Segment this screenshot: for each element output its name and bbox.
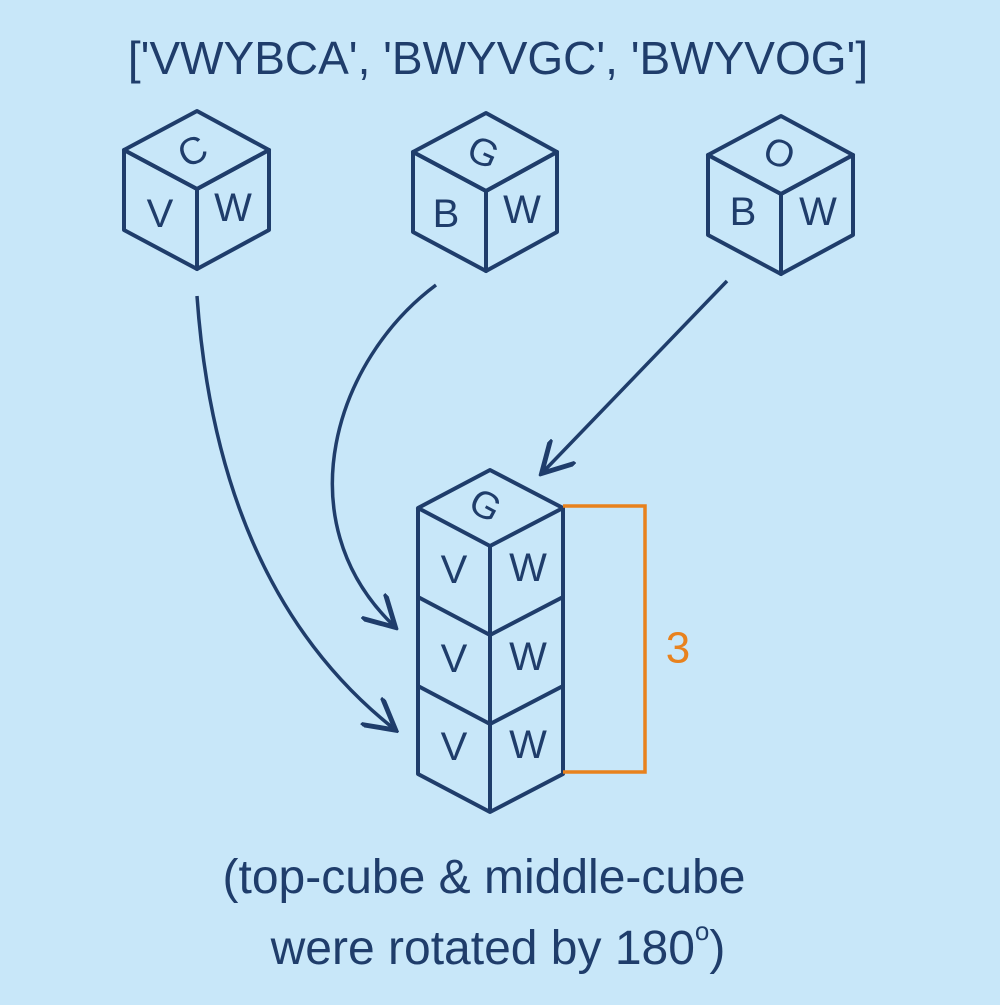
stack-cube-2-right-label: W	[509, 635, 547, 679]
stack-cube-3-left-label: V	[441, 725, 468, 769]
cube-stack	[416, 468, 565, 814]
height-bracket	[563, 504, 647, 774]
source-cube-2	[411, 111, 559, 273]
arrow-cube-3-to-top	[544, 279, 729, 471]
arrow-cube-1-to-bottom	[195, 295, 393, 728]
caption-line-2-text: were rotated by 180	[270, 922, 695, 975]
stack-top-face-label: G	[462, 481, 508, 532]
caption-line-2: were rotated by 180o)	[270, 916, 726, 975]
arrow-cube-2-to-middle	[330, 283, 438, 625]
stack-cube-1-left-label: V	[441, 548, 468, 592]
stack-cube-3-right-label: W	[509, 723, 547, 767]
source-cube-1-right-label: W	[214, 186, 252, 230]
caption-close-paren: )	[709, 922, 725, 975]
source-cube-3-left-label: B	[730, 190, 757, 234]
height-label: 3	[666, 624, 690, 673]
stack-cube-1-right-label: W	[509, 546, 547, 590]
source-cube-2-left-label: B	[433, 192, 460, 236]
source-cube-3-right-label: W	[799, 190, 837, 234]
stack-cube-2-left-label: V	[441, 637, 468, 681]
source-cube-2-right-label: W	[503, 188, 541, 232]
source-cube-1	[122, 109, 271, 271]
source-cube-3-top-label: O	[757, 129, 800, 179]
source-cube-2-top-label: G	[461, 128, 505, 178]
title: ['VWYBCA', 'BWYVGC', 'BWYVOG']	[128, 32, 868, 84]
source-cube-1-left-label: V	[147, 192, 174, 236]
caption-line-1: (top-cube & middle-cube	[223, 851, 746, 904]
caption-degree-symbol: o	[695, 916, 709, 946]
source-cube-1-top-label: C	[171, 127, 214, 177]
source-cube-3	[706, 114, 855, 276]
